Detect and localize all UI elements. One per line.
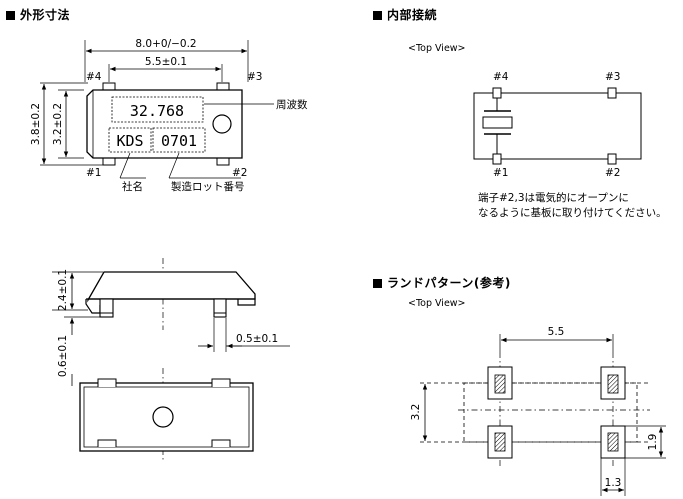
internal-connection-diagram: <Top View> #4 #3 #1 #2 xyxy=(408,43,642,179)
land-pattern-diagram: <Top View> 5.5 3.2 1.9 xyxy=(408,298,666,496)
label-frequency: 周波数 xyxy=(276,98,308,111)
internal-note: 端子#2,3は電気的にオープンに なるように基板に取り付けてください。 xyxy=(478,191,667,221)
land-package-outline xyxy=(463,382,638,443)
internal-note-line-1: 端子#2,3は電気的にオープンに xyxy=(478,192,629,204)
label-company: 社名 xyxy=(122,180,143,193)
square-bullet-icon xyxy=(373,279,382,288)
section-title-land: ランドパターン(参考) xyxy=(387,276,511,290)
dim-land-pad-h: 1.9 xyxy=(647,434,659,451)
internal-pin-1: #1 xyxy=(493,167,508,179)
internal-pin-4: #4 xyxy=(493,71,509,83)
pin-label-3: #3 xyxy=(247,71,262,83)
top-view-label-land: <Top View> xyxy=(408,298,466,309)
section-heading-outline: 外形寸法 xyxy=(6,6,70,23)
dim-pitch: 5.5±0.1 xyxy=(145,56,187,68)
outline-bottom-view xyxy=(79,368,254,462)
section-title-internal: 内部接続 xyxy=(387,8,438,22)
side-body xyxy=(87,271,256,303)
dim-total-height: 3.8±0.2 xyxy=(30,103,42,145)
dim-body-height: 3.2±0.2 xyxy=(52,103,64,145)
dim-lead-width: 0.5±0.1 xyxy=(236,333,278,345)
frequency-marking: 32.768 xyxy=(130,102,184,120)
label-lot: 製造ロット番号 xyxy=(171,180,245,193)
outline-side-view: 2.4±0.1 0.6±0.1 0.5±0.1 xyxy=(52,258,290,386)
pin-label-4: #4 xyxy=(86,71,102,83)
square-bullet-icon xyxy=(6,11,15,20)
section-heading-land: ランドパターン(参考) xyxy=(373,274,511,291)
section-title-outline: 外形寸法 xyxy=(20,8,71,22)
dim-land-pitch-x: 5.5 xyxy=(548,326,565,338)
company-marking: KDS xyxy=(116,132,143,150)
dim-side-height: 2.4±0.1 xyxy=(57,269,69,311)
square-bullet-icon xyxy=(373,11,382,20)
internal-pin-2: #2 xyxy=(605,167,620,179)
top-view-label-internal: <Top View> xyxy=(408,43,466,54)
bottom-hole xyxy=(152,406,174,428)
dim-land-pad-w: 1.3 xyxy=(605,477,622,489)
pin-label-2: #2 xyxy=(232,167,247,179)
internal-note-line-2: なるように基板に取り付けてください。 xyxy=(478,207,667,219)
internal-pin-3: #3 xyxy=(605,71,620,83)
dim-side-standoff: 0.6±0.1 xyxy=(57,335,69,377)
dim-total-width: 8.0+0/−0.2 xyxy=(135,38,196,50)
pin-label-1: #1 xyxy=(86,167,101,179)
lot-marking: 0701 xyxy=(161,132,197,150)
dim-land-pitch-y: 3.2 xyxy=(410,404,422,421)
outline-top-view: 8.0+0/−0.2 5.5±0.1 #4 #3 #1 #2 3.8±0.2 3… xyxy=(30,38,308,193)
index-hole xyxy=(212,114,232,134)
section-heading-internal: 内部接続 xyxy=(373,6,437,23)
